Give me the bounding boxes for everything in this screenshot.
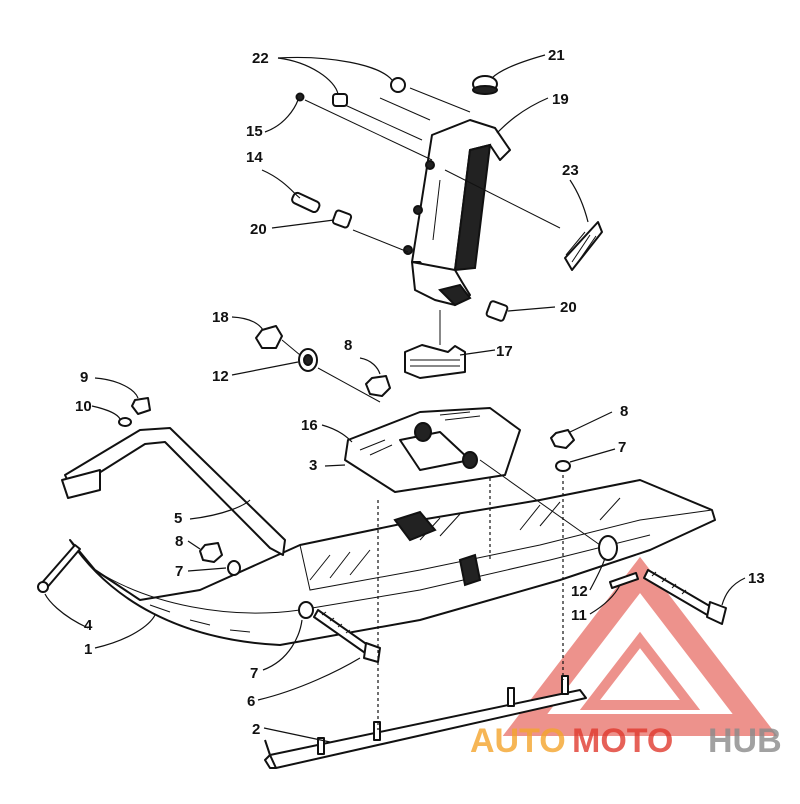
callout-11: 11 [571,607,587,624]
saddle-16 [344,407,521,493]
nut-8-right [550,429,575,449]
washer-22-right [390,77,406,93]
pin-11 [609,572,639,589]
callout-16: 16 [301,417,318,434]
callout-8-left: 8 [175,533,183,550]
screw-4 [37,544,81,593]
nut-18 [255,325,283,349]
callout-19: 19 [552,91,569,108]
callout-1: 1 [84,641,92,658]
callout-23: 23 [562,162,579,179]
bushing-20-lower [485,300,509,322]
washer-22-left [332,93,348,107]
callout-6: 6 [247,693,255,710]
watermark-auto: AUTO [470,722,566,760]
nut-8-upper [365,375,391,397]
ski-1 [69,479,716,646]
callout-labels: 1 2 3 4 5 6 7 7 7 8 8 8 9 10 11 12 12 13… [75,47,765,738]
pin-14 [291,191,321,214]
washer-7-left [227,560,241,576]
strap-5 [61,427,286,556]
callout-9: 9 [80,369,88,386]
callout-10: 10 [75,398,92,415]
damper-17 [404,344,466,379]
callout-20-upper: 20 [250,221,267,238]
washer-10 [118,417,132,427]
washer-7-lower [298,601,314,619]
callout-15: 15 [246,123,263,140]
callout-12-upper: 12 [212,368,229,385]
callout-12-right: 12 [571,583,588,600]
bolt-13 [643,569,727,625]
watermark-hub: HUB [708,722,782,760]
callout-20-lower: 20 [560,299,577,316]
callout-21: 21 [548,47,565,64]
screw-9 [131,397,151,415]
decal-23 [564,221,603,271]
callout-13: 13 [748,570,765,587]
callout-22: 22 [252,50,269,67]
callout-7-lower: 7 [250,665,258,682]
callout-8-top: 8 [344,337,352,354]
callout-7-left: 7 [175,563,183,580]
callout-17: 17 [496,343,513,360]
fitting-15 [295,92,305,102]
bushing-20-upper [331,209,353,229]
nut-8-left [199,542,223,563]
callout-4: 4 [84,617,93,634]
callout-7-right: 7 [618,439,626,456]
bolt-6 [313,609,381,663]
spindle-19 [403,119,511,307]
wear-bar-2 [264,675,587,769]
washer-12-right [598,535,618,561]
callout-3: 3 [309,457,317,474]
watermark-text: AUTO MOTO HUB [470,722,782,760]
watermark-moto: MOTO [572,722,673,760]
callout-18: 18 [212,309,229,326]
watermark-logo [502,556,778,736]
callout-5: 5 [174,510,182,527]
callout-14: 14 [246,149,263,166]
callout-8-right: 8 [620,403,628,420]
washer-7-right [555,460,571,472]
callout-2: 2 [252,721,260,738]
